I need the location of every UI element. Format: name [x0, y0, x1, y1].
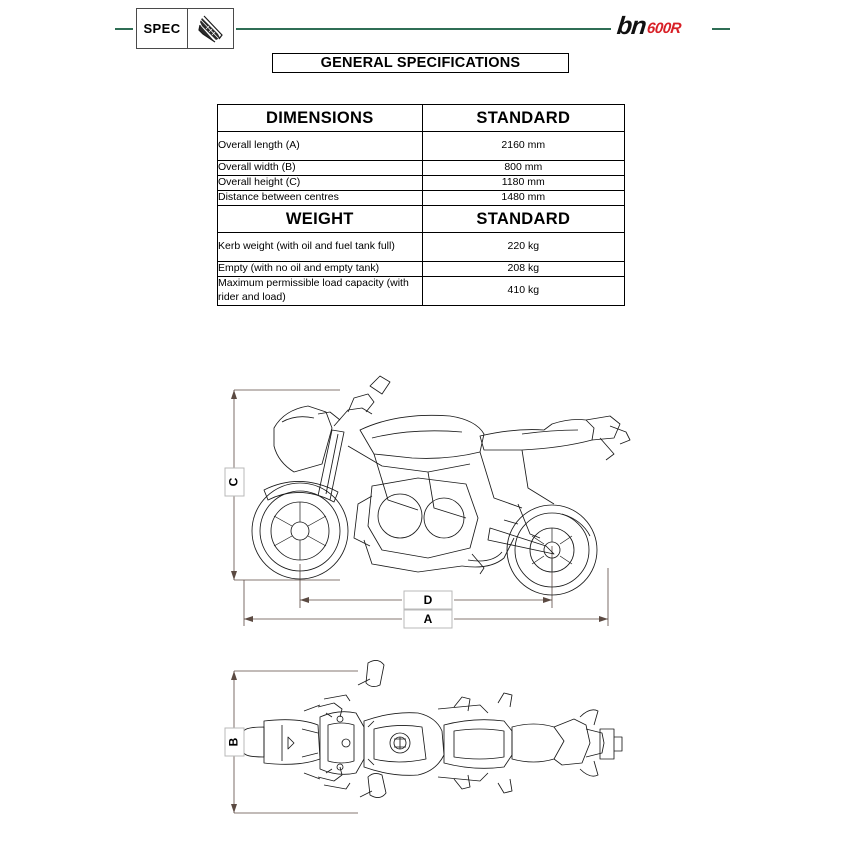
section-heading-label: DIMENSIONS — [217, 104, 423, 132]
specifications-table: DIMENSIONS STANDARD Overall length (A) 2… — [217, 104, 626, 306]
row-value: 2160 mm — [421, 131, 626, 161]
dimension-label-text: D — [424, 593, 433, 607]
table-section-header: WEIGHT STANDARD — [217, 205, 626, 233]
dimension-label-b: B — [224, 727, 245, 757]
row-value: 410 kg — [421, 276, 626, 306]
row-value: 1480 mm — [421, 190, 626, 206]
header-rule-middle — [236, 28, 611, 30]
logo-primary-text: bn — [615, 11, 648, 40]
table-row: Distance between centres 1480 mm — [217, 190, 626, 206]
section-tag-label: SPEC — [143, 21, 181, 36]
page-title: GENERAL SPECIFICATIONS — [272, 53, 569, 73]
model-logo: bn 600R — [615, 11, 709, 40]
table-section-header: DIMENSIONS STANDARD — [217, 104, 626, 132]
motorcycle-side-view: C D A — [224, 375, 631, 629]
section-heading-value: STANDARD — [421, 104, 626, 132]
row-value: 1180 mm — [421, 175, 626, 191]
header-rule-left — [115, 28, 133, 30]
table-row: Maximum permissible load capacity (with … — [217, 276, 626, 306]
section-tag-box: SPEC — [136, 8, 234, 49]
row-label: Kerb weight (with oil and fuel tank full… — [217, 232, 423, 262]
table-row: Overall length (A) 2160 mm — [217, 131, 626, 161]
table-row: Overall width (B) 800 mm — [217, 160, 626, 176]
section-heading-value: STANDARD — [421, 205, 626, 233]
motorcycle-top-view: B — [224, 660, 623, 814]
dimension-label-c: C — [224, 467, 245, 497]
page-header: SPEC bn 600R — [0, 0, 857, 60]
row-label: Overall height (C) — [217, 175, 423, 191]
dimension-label-a: A — [403, 609, 453, 629]
caliper-icon — [187, 9, 233, 48]
table-row: Empty (with no oil and empty tank) 208 k… — [217, 261, 626, 277]
row-value: 800 mm — [421, 160, 626, 176]
row-label: Overall length (A) — [217, 131, 423, 161]
row-label: Distance between centres — [217, 190, 423, 206]
section-heading-label: WEIGHT — [217, 205, 423, 233]
header-rule-right — [712, 28, 730, 30]
dimension-label-d: D — [403, 590, 453, 610]
row-value: 208 kg — [421, 261, 626, 277]
row-label: Overall width (B) — [217, 160, 423, 176]
table-row: Kerb weight (with oil and fuel tank full… — [217, 232, 626, 262]
dimension-label-text: C — [227, 477, 241, 486]
row-label: Empty (with no oil and empty tank) — [217, 261, 423, 277]
row-value: 220 kg — [421, 232, 626, 262]
logo-secondary-text: 600R — [645, 20, 682, 37]
table-row: Overall height (C) 1180 mm — [217, 175, 626, 191]
row-label: Maximum permissible load capacity (with … — [217, 276, 423, 306]
dimension-label-text: A — [424, 612, 433, 626]
dimension-label-text: B — [227, 737, 241, 746]
